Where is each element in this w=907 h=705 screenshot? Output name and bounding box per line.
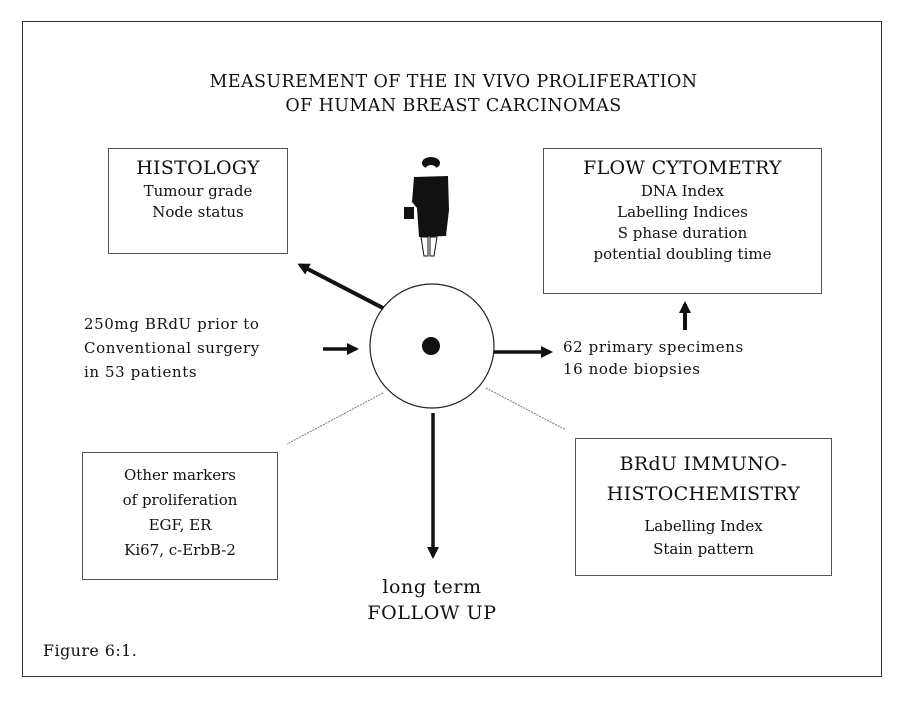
follow-up-label: long term FOLLOW UP: [332, 574, 532, 626]
figure-title-line-2: OF HUMAN BREAST CARCINOMAS: [285, 96, 622, 116]
brdu-ihc-heading-line: HISTOCHEMISTRY: [606, 483, 801, 505]
arrow-to-histology: [297, 263, 384, 310]
specimens-description: 62 primary specimens 16 node biopsies: [563, 336, 744, 380]
other-markers-line: Other markers: [124, 466, 236, 484]
flow-cytometry-item: DNA Index: [640, 182, 725, 200]
brdu-ihc-item: Stain pattern: [653, 540, 754, 558]
specimens-line: 62 primary specimens: [563, 338, 744, 356]
brdu-ihc-heading-line: BRdU IMMUNO-: [619, 453, 788, 475]
woman-figure-icon: [404, 157, 449, 257]
flow-cytometry-item: S phase duration: [617, 224, 748, 242]
figure-title-line-1: MEASUREMENT OF THE IN VIVO PROLIFERATION: [209, 72, 698, 92]
specimens-line: 16 node biopsies: [563, 360, 701, 378]
connector-to-brdu-ihc: [485, 387, 567, 431]
flow-cytometry-heading: FLOW CYTOMETRY: [583, 157, 782, 179]
input-line: 250mg BRdU prior to: [84, 315, 260, 333]
flow-cytometry-item: Labelling Indices: [617, 203, 748, 221]
input-line: Conventional surgery: [84, 339, 260, 357]
histology-item: Tumour grade: [143, 182, 253, 200]
other-markers-box: Other markers of proliferation EGF, ER K…: [82, 452, 278, 580]
input-description: 250mg BRdU prior to Conventional surgery…: [84, 312, 260, 384]
follow-up-line-2: FOLLOW UP: [367, 602, 497, 624]
connector-to-other-markers: [286, 392, 384, 445]
histology-box: HISTOLOGY Tumour grade Node status: [108, 148, 288, 254]
flow-cytometry-box: FLOW CYTOMETRY DNA Index Labelling Indic…: [543, 148, 822, 294]
input-line: in 53 patients: [84, 363, 198, 381]
other-markers-line: Ki67, c-ErbB-2: [124, 541, 236, 559]
brdu-ihc-item: Labelling Index: [644, 517, 763, 535]
figure-frame: [22, 21, 882, 677]
other-markers-line: EGF, ER: [148, 516, 212, 534]
follow-up-line-1: long term: [382, 576, 482, 598]
histology-heading: HISTOLOGY: [136, 157, 260, 179]
other-markers-line: of proliferation: [122, 491, 238, 509]
flow-cytometry-item: potential doubling time: [593, 245, 772, 263]
brdu-ihc-box: BRdU IMMUNO- HISTOCHEMISTRY Labelling In…: [575, 438, 832, 576]
figure-caption: Figure 6:1.: [43, 641, 138, 660]
histology-item: Node status: [152, 203, 244, 221]
tumour-circle: [369, 283, 495, 409]
tumour-dot: [422, 337, 440, 355]
